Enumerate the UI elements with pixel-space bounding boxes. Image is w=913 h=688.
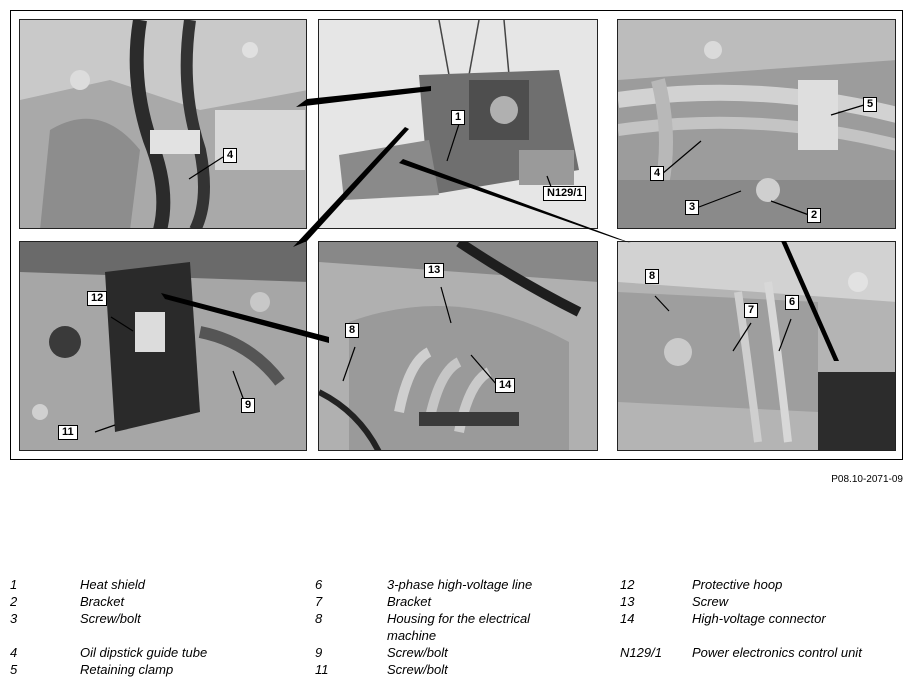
- photo-top-left: [20, 20, 306, 228]
- legend-item: 5 Retaining clamp: [10, 661, 300, 678]
- panel-top-left: [19, 19, 307, 229]
- callout-4-top-left: 4: [223, 148, 238, 163]
- legend-item: 2 Bracket: [10, 593, 300, 610]
- legend-item: 7 Bracket: [315, 593, 605, 610]
- legend-number: 12: [620, 577, 635, 592]
- callout-12: 12: [87, 291, 108, 306]
- legend-text: Heat shield: [80, 577, 146, 592]
- panel-bottom-center: [318, 241, 598, 451]
- legend-number: 1: [10, 577, 18, 592]
- legend-item: 14 High-voltage connector: [620, 610, 903, 627]
- legend-number: N129/1: [620, 645, 662, 660]
- legend-number: 9: [315, 645, 323, 660]
- legend-item: 11 Screw/bolt: [315, 661, 605, 678]
- legend-column-3: 12 Protective hoop 13 Screw 14 High-volt…: [620, 576, 903, 661]
- callout-n129-1: N129/1: [543, 186, 587, 201]
- legend-item: N129/1 Power electronics control unit: [620, 644, 903, 661]
- photo-top-right: [618, 20, 895, 228]
- callout-4-top-right: 4: [650, 166, 665, 181]
- callout-8-bottom-center: 8: [345, 323, 360, 338]
- legend-text: Protective hoop: [692, 577, 783, 592]
- legend-text: Housing for the electrical machine: [387, 611, 531, 643]
- panel-top-right: [617, 19, 896, 229]
- legend: 1 Heat shield 2 Bracket 3 Screw/bolt 4 O…: [10, 576, 903, 686]
- legend-text: Screw/bolt: [80, 611, 141, 626]
- legend-text: Bracket: [80, 594, 125, 609]
- legend-item: 12 Protective hoop: [620, 576, 903, 593]
- legend-number: 3: [10, 611, 18, 626]
- callout-9: 9: [241, 398, 256, 413]
- legend-column-1: 1 Heat shield 2 Bracket 3 Screw/bolt 4 O…: [10, 576, 300, 678]
- legend-number: 2: [10, 594, 18, 609]
- callout-3: 3: [685, 200, 700, 215]
- photo-bottom-right: [618, 242, 895, 450]
- figure-frame: 4 1 N129/1 5 4 3 2 12 9 11 13 8 14 8 7 6: [10, 10, 903, 460]
- callout-6: 6: [785, 295, 800, 310]
- legend-text: 3-phase high-voltage line: [387, 577, 533, 592]
- legend-item: 1 Heat shield: [10, 576, 300, 593]
- panel-bottom-left: [19, 241, 307, 451]
- legend-text: High-voltage connector: [692, 611, 826, 626]
- legend-number: 14: [620, 611, 635, 626]
- legend-text: Screw/bolt: [387, 662, 448, 677]
- legend-text: Retaining clamp: [80, 662, 174, 677]
- legend-item: 8 Housing for the electrical machine: [315, 610, 547, 644]
- legend-text: Power electronics control unit: [692, 645, 862, 660]
- legend-number: 11: [315, 662, 329, 677]
- callout-5: 5: [863, 97, 878, 112]
- legend-text: Bracket: [387, 594, 432, 609]
- legend-item: 6 3-phase high-voltage line: [315, 576, 605, 593]
- legend-number: 13: [620, 594, 635, 609]
- callout-14: 14: [495, 378, 516, 393]
- legend-column-2: 6 3-phase high-voltage line 7 Bracket 8 …: [315, 576, 605, 678]
- callout-11: 11: [58, 425, 78, 440]
- legend-text: Screw/bolt: [387, 645, 448, 660]
- legend-number: 8: [315, 611, 323, 626]
- callout-8-bottom-right: 8: [645, 269, 660, 284]
- legend-text: Oil dipstick guide tube: [80, 645, 208, 660]
- photo-bottom-center: [319, 242, 597, 450]
- callout-2: 2: [807, 208, 822, 223]
- legend-number: 6: [315, 577, 323, 592]
- legend-number: 7: [315, 594, 323, 609]
- callout-1: 1: [451, 110, 466, 125]
- callout-7: 7: [744, 303, 759, 318]
- callout-13: 13: [424, 263, 445, 278]
- photo-bottom-left: [20, 242, 306, 450]
- figure-code: P08.10-2071-09: [831, 474, 903, 485]
- legend-item: 3 Screw/bolt: [10, 610, 300, 627]
- legend-item: 9 Screw/bolt: [315, 644, 605, 661]
- legend-number: 4: [10, 645, 18, 660]
- legend-text: Screw: [692, 594, 729, 609]
- legend-number: 5: [10, 662, 18, 677]
- panel-bottom-right: [617, 241, 896, 451]
- legend-item: 4 Oil dipstick guide tube: [10, 644, 300, 661]
- legend-item: 13 Screw: [620, 593, 903, 610]
